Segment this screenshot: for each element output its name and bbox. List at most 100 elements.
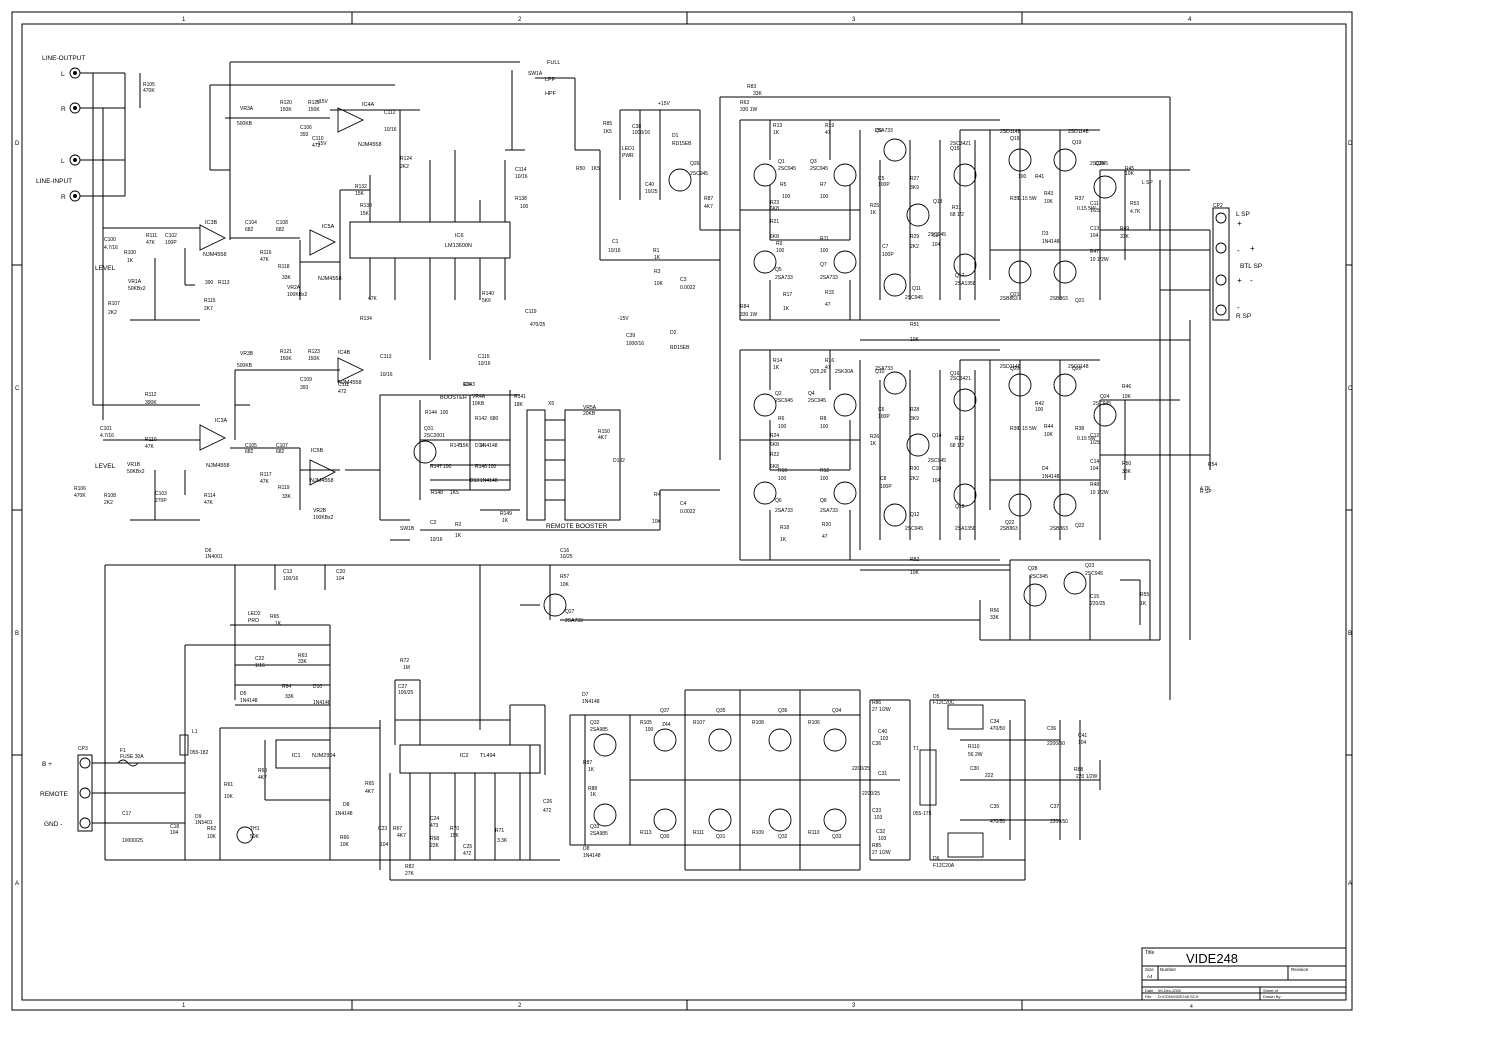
ic-label-ic4b-type: NJM4558 [338, 380, 362, 386]
label-q23: Q23 [1085, 563, 1095, 569]
component-symbols [69, 67, 1227, 858]
label-c36b: C36 [1047, 726, 1056, 732]
label-d6: D6 [205, 548, 212, 554]
label-r30: R30 [910, 466, 919, 472]
label-r14: R14 [773, 358, 782, 364]
label-c36v: 2200/25 [852, 766, 870, 772]
label-r118v: 33K [282, 275, 292, 281]
q9-transistor [883, 138, 907, 162]
label-r122v: 150K [308, 107, 320, 113]
l-minus-label: - [1237, 246, 1240, 255]
label-r50v: 1K5 [591, 166, 600, 172]
label-q28v: 2SC945 [1030, 574, 1048, 580]
label-r53: R53 [1130, 201, 1139, 207]
label-r70: R70 [450, 826, 459, 832]
label-r114: R114 [204, 493, 216, 499]
label-r88b: R88 [1074, 767, 1083, 773]
label-q20: Q20 [1010, 366, 1020, 372]
label-r21v: 6K8 [770, 234, 779, 240]
ic-label-ic3a-type: NJM4558 [206, 463, 230, 469]
q33-transistor [593, 803, 617, 827]
label-c23: C23 [378, 826, 387, 832]
label-c103v: 270P [155, 498, 167, 504]
title-block: Title VIDE248 Size A4 Number Revision Da… [1141, 947, 1347, 1010]
label-r111b: R111 [693, 830, 704, 836]
label-r62: R62 [207, 826, 216, 832]
file-value: D:\CDN\VIDE248.SCH [1158, 994, 1199, 999]
full-label: FULL [547, 60, 560, 66]
q23-transistor [1063, 571, 1087, 595]
border-col-2-top: 2 [518, 17, 522, 23]
label-c119: C119 [525, 309, 537, 315]
label-c40v: 10/25 [645, 189, 658, 195]
label-l1: L1 [192, 729, 198, 735]
label-r134v: 47K [368, 296, 378, 302]
label-r50b: R50 [1122, 461, 1131, 467]
label-q20b: Q20 [1072, 366, 1082, 372]
label-q4: Q4 [808, 391, 815, 397]
label-c16v: 10/25 [560, 554, 573, 560]
label-q2v: 2SC945 [775, 398, 793, 404]
label-c105: C105 [245, 443, 257, 449]
line-output-r-label: R [61, 106, 66, 113]
label-c3v: 0.0022 [680, 285, 696, 291]
label-d102: D102 [613, 458, 625, 464]
label-vr2a: VR2A [287, 285, 301, 291]
label-r29v: 2K2 [910, 244, 919, 250]
label-q9: Q9 [875, 128, 882, 134]
label-r61v: 10K [224, 794, 234, 800]
label-q19bv: 2SD1148 [1068, 129, 1089, 135]
label-r106: R106 [74, 486, 86, 492]
line-input-r-jack [69, 190, 81, 202]
label-r63: R63 [298, 653, 307, 659]
label-d14v: 1N4148 [480, 443, 498, 449]
label-c41v: 104 [1078, 740, 1087, 746]
label-r105: R105 [143, 82, 155, 88]
border-row-a-right: A [1348, 881, 1352, 887]
label-q31v: 2SC2001 [424, 433, 445, 439]
label-r108v: 2K2 [104, 500, 113, 506]
border-row-a-left: A [15, 881, 19, 887]
border-row-b-right: B [1348, 631, 1352, 637]
label-c18: C18 [170, 824, 179, 830]
ic3b-opamp [199, 224, 227, 251]
label-c110: C110 [312, 136, 324, 142]
label-q16: Q16 [950, 371, 960, 377]
label-r145: R145 [450, 443, 462, 449]
label-r38v: 0.15 5W [1077, 436, 1096, 442]
label-r144v: 100 [440, 410, 449, 416]
q1-transistor [753, 163, 777, 187]
label-r146v: 100 [488, 464, 497, 470]
label-r143v: 12K [463, 382, 473, 388]
q28-transistor [1023, 583, 1047, 607]
label-r142v: 680 [490, 416, 499, 422]
q31-transistor [413, 440, 437, 464]
q11-transistor [883, 273, 907, 297]
label-q7v: 2SA733 [820, 275, 838, 281]
gnd-label: GND - [44, 821, 62, 828]
label-c4v: 0.0022 [680, 509, 696, 515]
ic4a-opamp [337, 107, 365, 133]
label-r27: R27 [910, 176, 919, 182]
label-r47: R47 [1090, 249, 1099, 255]
label-r36v: 0.15 5W [1018, 426, 1037, 432]
label-c38v: 1000/16 [632, 130, 650, 136]
label-c112v: 10/16 [384, 127, 397, 133]
label-r65bv: 4K7 [365, 789, 374, 795]
label-c12: C12 [1090, 433, 1099, 439]
schematic-wiring [77, 61, 1230, 881]
label-r24v: 6K8 [770, 442, 779, 448]
label-c113v: 10/16 [380, 372, 393, 378]
label-r10: R10 [778, 468, 787, 474]
label-q33b: Q33 [832, 834, 842, 840]
label-c8v: 100P [880, 484, 892, 490]
label-v15m: -15V [618, 316, 629, 322]
label-r150: R150 [598, 429, 610, 435]
label-r141: R141 [514, 394, 526, 400]
label-r113b: R113 [640, 830, 652, 836]
label-r63b: R63 [740, 100, 749, 106]
label-q21bv: 2SB863 [1050, 296, 1068, 302]
q31-mosfet [708, 808, 732, 832]
label-c100: C100 [104, 237, 116, 243]
